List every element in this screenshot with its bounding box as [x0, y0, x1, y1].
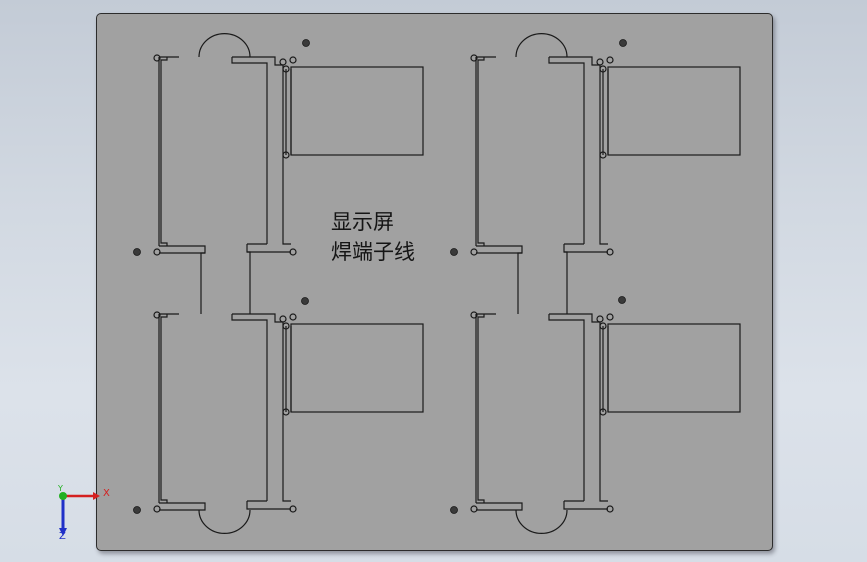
quadrant-tl-relief-1 [153, 54, 161, 62]
axis-triad: X Y Z [48, 484, 118, 544]
quadrant-tr-relief-4 [606, 56, 614, 64]
quadrant-bl-relief-7 [289, 505, 297, 513]
quadrant-tr-relief-7 [606, 248, 614, 256]
quadrant-tl-relief-2 [153, 248, 161, 256]
quadrant-br-left-channel-foot [476, 313, 523, 511]
quadrant-br-display-slot [602, 326, 609, 412]
quadrant-tr-left-channel-foot [476, 56, 523, 254]
connector-left [200, 251, 251, 314]
quadrant-bl-left-channel-foot [159, 313, 206, 511]
quadrant-tl-right-channel [231, 56, 291, 245]
quadrant-br-relief-2 [470, 505, 478, 513]
plate-cutout-outlines [133, 33, 741, 534]
x-axis-label: X [103, 488, 110, 499]
quadrant-bl-relief-3 [279, 315, 287, 323]
quadrant-bl-relief-4 [289, 313, 297, 321]
quadrant-bl-display-slot [285, 326, 292, 412]
quadrant-tr-right-channel [548, 56, 608, 245]
quadrant-br-bottom-arch [515, 509, 568, 534]
quadrant-bl-right-channel-foot [246, 500, 291, 510]
quadrant-tl-relief-5 [282, 65, 290, 73]
z-axis-arrow-head [59, 528, 67, 536]
quadrant-br-relief-6 [599, 408, 607, 416]
quadrant-tr-display-window [607, 66, 741, 156]
y-axis-label: Y [58, 484, 63, 493]
y-axis-dot [59, 492, 67, 500]
mounting-hole-4 [450, 248, 458, 256]
quadrant-bl-relief-5 [282, 322, 290, 330]
quadrant-tr-relief-2 [470, 248, 478, 256]
quadrant-br-relief-4 [606, 313, 614, 321]
sheet-metal-plate[interactable]: 显示屏 焊端子线 [96, 13, 773, 551]
x-axis-arrow-head [93, 492, 100, 500]
quadrant-bl-relief-2 [153, 505, 161, 513]
quadrant-tr-left-channel [475, 57, 485, 246]
mounting-hole-1 [302, 39, 310, 47]
mounting-hole-2 [619, 39, 627, 47]
quadrant-tl-display-slot [285, 69, 292, 155]
quadrant-tl-relief-6 [282, 151, 290, 159]
quadrant-bl-relief-6 [282, 408, 290, 416]
quadrant-tl-right-channel-foot [246, 243, 291, 253]
quadrant-tl-top-arch [198, 33, 251, 58]
quadrant-tr-right-channel-foot [563, 243, 608, 253]
quadrant-tl-relief-3 [279, 58, 287, 66]
part-label-line-2: 焊端子线 [331, 240, 415, 264]
mounting-hole-3 [133, 248, 141, 256]
quadrant-br-relief-5 [599, 322, 607, 330]
quadrant-tl-left-channel [158, 57, 168, 246]
quadrant-br-right-channel-foot [563, 500, 608, 510]
quadrant-br-relief-3 [596, 315, 604, 323]
quadrant-br-left-channel [475, 314, 485, 503]
z-axis-label: Z [59, 531, 66, 542]
quadrant-tr-relief-1 [470, 54, 478, 62]
quadrant-tr-display-slot [602, 69, 609, 155]
connector-right [517, 251, 568, 314]
quadrant-tr-top-arch [515, 33, 568, 58]
quadrant-tr-relief-5 [599, 65, 607, 73]
mounting-hole-7 [133, 506, 141, 514]
quadrant-tl-relief-4 [289, 56, 297, 64]
quadrant-bl-right-channel [231, 313, 291, 502]
quadrant-br-relief-1 [470, 311, 478, 319]
quadrant-tl-relief-7 [289, 248, 297, 256]
part-label-line-1: 显示屏 [331, 210, 394, 234]
quadrant-bl-relief-1 [153, 311, 161, 319]
quadrant-bl-bottom-arch [198, 509, 251, 534]
quadrant-tr-relief-6 [599, 151, 607, 159]
quadrant-tl-display-window [290, 66, 424, 156]
quadrant-br-relief-7 [606, 505, 614, 513]
mounting-hole-8 [450, 506, 458, 514]
quadrant-tl-left-channel-foot [159, 56, 206, 254]
quadrant-tr-relief-3 [596, 58, 604, 66]
quadrant-br-right-channel [548, 313, 608, 502]
mounting-hole-5 [301, 297, 309, 305]
quadrant-bl-left-channel [158, 314, 168, 503]
quadrant-bl-display-window [290, 323, 424, 413]
quadrant-br-display-window [607, 323, 741, 413]
mounting-hole-6 [618, 296, 626, 304]
